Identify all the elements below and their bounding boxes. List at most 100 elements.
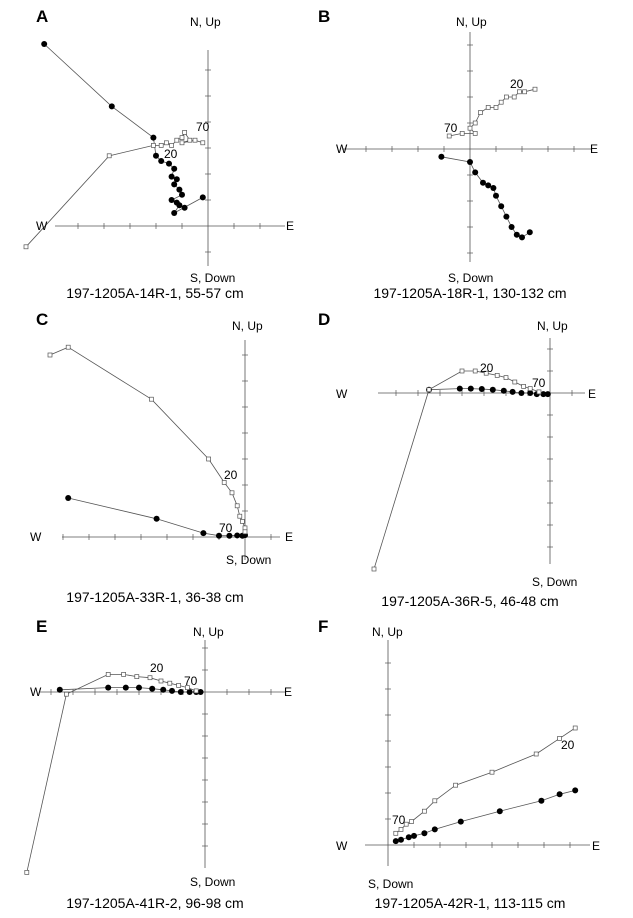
- vertical-projection-point: [472, 120, 478, 126]
- step-label: 20: [510, 77, 524, 91]
- horizontal-projection-point: [538, 797, 545, 804]
- vertical-projection-point: [149, 396, 154, 402]
- vertical-projection-point: [200, 140, 206, 146]
- horizontal-projection-point: [526, 229, 533, 236]
- vertical-projection-point: [393, 830, 399, 836]
- horizontal-projection-point: [457, 818, 464, 825]
- north-up-label: N, Up: [193, 625, 224, 639]
- south-down-label: S, Down: [190, 271, 235, 285]
- vertical-projection-point: [503, 375, 509, 380]
- horizontal-projection-point: [493, 192, 499, 199]
- vertical-projection-point: [167, 680, 173, 686]
- horizontal-projection-point: [572, 787, 579, 794]
- horizontal-projection-point: [411, 832, 417, 839]
- east-label: E: [588, 387, 596, 401]
- horizontal-projection-point: [226, 532, 233, 539]
- step-label: 70: [532, 376, 546, 390]
- horizontal-projection-point: [519, 234, 525, 241]
- vertical-projection-point: [229, 490, 235, 496]
- vertical-projection-point: [242, 525, 248, 531]
- panel-caption: 197-1205A-33R-1, 36-38 cm: [66, 589, 243, 605]
- horizontal-projection-point: [186, 689, 193, 695]
- horizontal-projection-point: [171, 210, 178, 216]
- horizontal-projection-point: [478, 386, 485, 393]
- vertical-projection-point: [121, 672, 126, 677]
- vertical-projection-point: [176, 683, 181, 688]
- horizontal-projection-point: [153, 152, 159, 159]
- vertical-projection-point: [459, 368, 465, 374]
- vertical-projection-point: [65, 344, 71, 350]
- vertical-projection-point: [187, 137, 193, 143]
- vertical-projection-point: [64, 691, 69, 697]
- vertical-projection-point: [533, 751, 539, 757]
- vertical-projection-point: [521, 384, 526, 389]
- horizontal-projection-line: [441, 156, 531, 238]
- vertical-projection-point: [242, 529, 248, 535]
- north-up-label: N, Up: [456, 15, 487, 29]
- horizontal-projection-point: [431, 826, 438, 833]
- vertical-projection-point: [532, 86, 538, 92]
- south-down-label: S, Down: [532, 575, 577, 589]
- horizontal-projection-point: [234, 532, 241, 539]
- vertical-projection-point: [494, 373, 500, 378]
- vertical-projection-point: [498, 99, 504, 105]
- horizontal-projection-point: [41, 41, 48, 47]
- horizontal-projection-point: [500, 387, 507, 394]
- vertical-projection-point: [467, 125, 473, 131]
- horizontal-projection-point: [496, 808, 503, 815]
- step-label: 20: [164, 147, 178, 161]
- vertical-projection-point: [536, 389, 542, 395]
- step-label: 70: [184, 674, 198, 688]
- vertical-projection-line: [395, 727, 576, 834]
- horizontal-projection-point: [392, 838, 399, 845]
- horizontal-projection-point: [556, 791, 563, 798]
- vertical-projection-point: [147, 675, 153, 681]
- vertical-projection-point: [169, 143, 174, 148]
- vertical-projection-point: [371, 566, 377, 572]
- vertical-projection-point: [517, 89, 522, 95]
- horizontal-projection-point: [197, 689, 204, 695]
- horizontal-projection-point: [544, 391, 551, 398]
- panel-caption: 197-1205A-36R-5, 46-48 cm: [381, 593, 558, 609]
- vertical-projection-point: [478, 110, 483, 115]
- vertical-projection-point: [422, 808, 427, 814]
- panel-letter: E: [36, 617, 47, 636]
- vertical-projection-point: [179, 140, 185, 146]
- horizontal-projection-point: [176, 202, 183, 209]
- horizontal-projection-point: [153, 515, 160, 522]
- horizontal-projection-point: [149, 685, 156, 692]
- vertical-projection-point: [158, 143, 164, 148]
- east-label: E: [592, 839, 600, 853]
- vertical-projection-point: [234, 503, 240, 509]
- horizontal-projection-point: [509, 388, 516, 395]
- panel-letter: B: [318, 7, 330, 26]
- north-up-label: N, Up: [232, 319, 263, 333]
- vertical-projection-point: [398, 827, 404, 832]
- east-label: E: [284, 685, 292, 699]
- horizontal-projection-point: [421, 830, 428, 837]
- horizontal-projection-point: [171, 165, 178, 172]
- vertical-projection-point: [485, 105, 491, 110]
- south-down-label: S, Down: [226, 553, 271, 567]
- panel-caption: 197-1205A-41R-2, 96-98 cm: [66, 895, 243, 911]
- horizontal-projection-point: [173, 176, 180, 183]
- vertical-projection-point: [572, 725, 578, 731]
- vertical-projection-line: [373, 370, 540, 570]
- vertical-projection-point: [504, 94, 509, 100]
- vertical-projection-point: [105, 672, 111, 677]
- horizontal-projection-point: [485, 182, 492, 189]
- vertical-projection-point: [459, 131, 465, 136]
- horizontal-projection-point: [168, 197, 175, 203]
- horizontal-projection-point: [398, 836, 404, 843]
- vertical-projection-point: [47, 352, 53, 358]
- panel-letter: F: [318, 617, 328, 636]
- horizontal-projection-point: [105, 684, 112, 691]
- horizontal-projection-point: [181, 204, 188, 211]
- vertical-projection-point: [522, 89, 527, 95]
- east-label: E: [285, 530, 293, 544]
- south-down-label: S, Down: [190, 875, 235, 889]
